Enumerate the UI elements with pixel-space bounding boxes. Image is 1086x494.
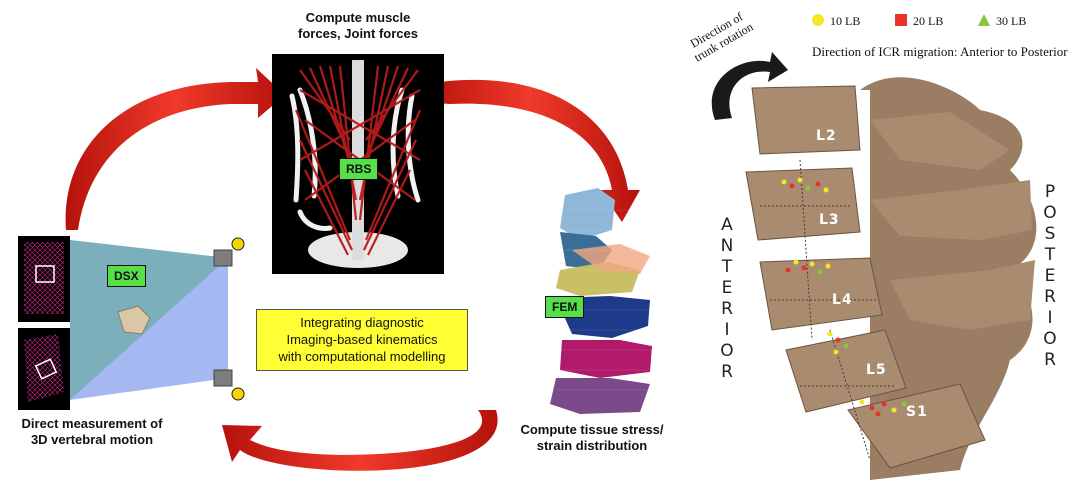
arrow-top-to-right	[420, 79, 640, 222]
legend-20lb: 20 LB	[913, 14, 944, 28]
fem-tag: FEM	[545, 296, 585, 318]
level-s1: S1	[906, 404, 928, 420]
anterior-label: A N T E R I O R	[717, 215, 737, 383]
anterior-letter: I	[724, 320, 730, 340]
legend-markers	[812, 14, 990, 26]
dsx-panel	[18, 236, 245, 410]
anterior-letter: A	[721, 215, 733, 235]
caption-line: Compute muscle	[305, 10, 411, 25]
level-l3: L3	[819, 212, 840, 228]
legend-marker-20lb	[895, 14, 907, 26]
rbs-tag: RBS	[339, 158, 379, 180]
anterior-letter: O	[720, 341, 734, 361]
anterior-letter: R	[721, 362, 733, 382]
legend-marker-30lb	[978, 14, 990, 26]
posterior-letter: O	[1043, 203, 1057, 223]
caption-line: Direct measurement of	[21, 416, 163, 431]
summary-line: Integrating diagnostic	[300, 315, 424, 330]
caption-line: strain distribution	[536, 438, 648, 453]
rbs-muscle-image	[272, 54, 444, 274]
posterior-letter: S	[1044, 224, 1056, 244]
summary-line: Imaging-based kinematics	[286, 332, 438, 347]
posterior-letter: R	[1044, 287, 1056, 307]
icr-migration-caption: Direction of ICR migration: Anterior to …	[812, 44, 1068, 59]
posterior-label: P O S T E R I O R	[1040, 182, 1060, 371]
dsx-tag: DSX	[107, 265, 146, 287]
posterior-letter: I	[1047, 308, 1053, 328]
icr-dots	[781, 177, 907, 417]
trunk-rotation-arrow	[711, 52, 788, 120]
legend-10lb: 10 LB	[830, 14, 861, 28]
arrow-left-to-top	[65, 68, 286, 230]
posterior-letter: P	[1044, 182, 1056, 202]
posterior-letter: T	[1044, 245, 1056, 265]
fem-spine-image	[550, 188, 652, 414]
level-l2: L2	[816, 128, 837, 144]
lumbar-spine-image	[745, 77, 1037, 481]
legend-marker-10lb	[812, 14, 824, 26]
anterior-letter: N	[720, 236, 734, 256]
anterior-letter: E	[721, 278, 733, 298]
level-l4: L4	[832, 292, 853, 308]
anterior-letter: R	[721, 299, 733, 319]
posterior-letter: E	[1044, 266, 1056, 286]
center-summary-box: Integrating diagnostic Imaging-based kin…	[256, 309, 468, 371]
posterior-letter: R	[1044, 350, 1056, 370]
fem-mesh-overlay	[556, 209, 650, 391]
anterior-letter: T	[721, 257, 733, 277]
posterior-letter: O	[1043, 329, 1057, 349]
caption-line: 3D vertebral motion	[30, 432, 154, 447]
arrow-right-to-left	[222, 410, 498, 471]
caption-muscle-forces: Compute muscle forces, Joint forces	[278, 10, 438, 42]
caption-tissue-stress: Compute tissue stress/ strain distributi…	[512, 422, 672, 454]
legend-30lb: 30 LB	[996, 14, 1027, 28]
cycle-arrows	[65, 68, 640, 471]
caption-line: forces, Joint forces	[298, 26, 418, 41]
caption-direct-measurement: Direct measurement of 3D vertebral motio…	[4, 416, 180, 448]
level-l5: L5	[866, 362, 887, 378]
caption-line: Compute tissue stress/	[520, 422, 664, 437]
summary-line: with computational modelling	[278, 349, 446, 364]
